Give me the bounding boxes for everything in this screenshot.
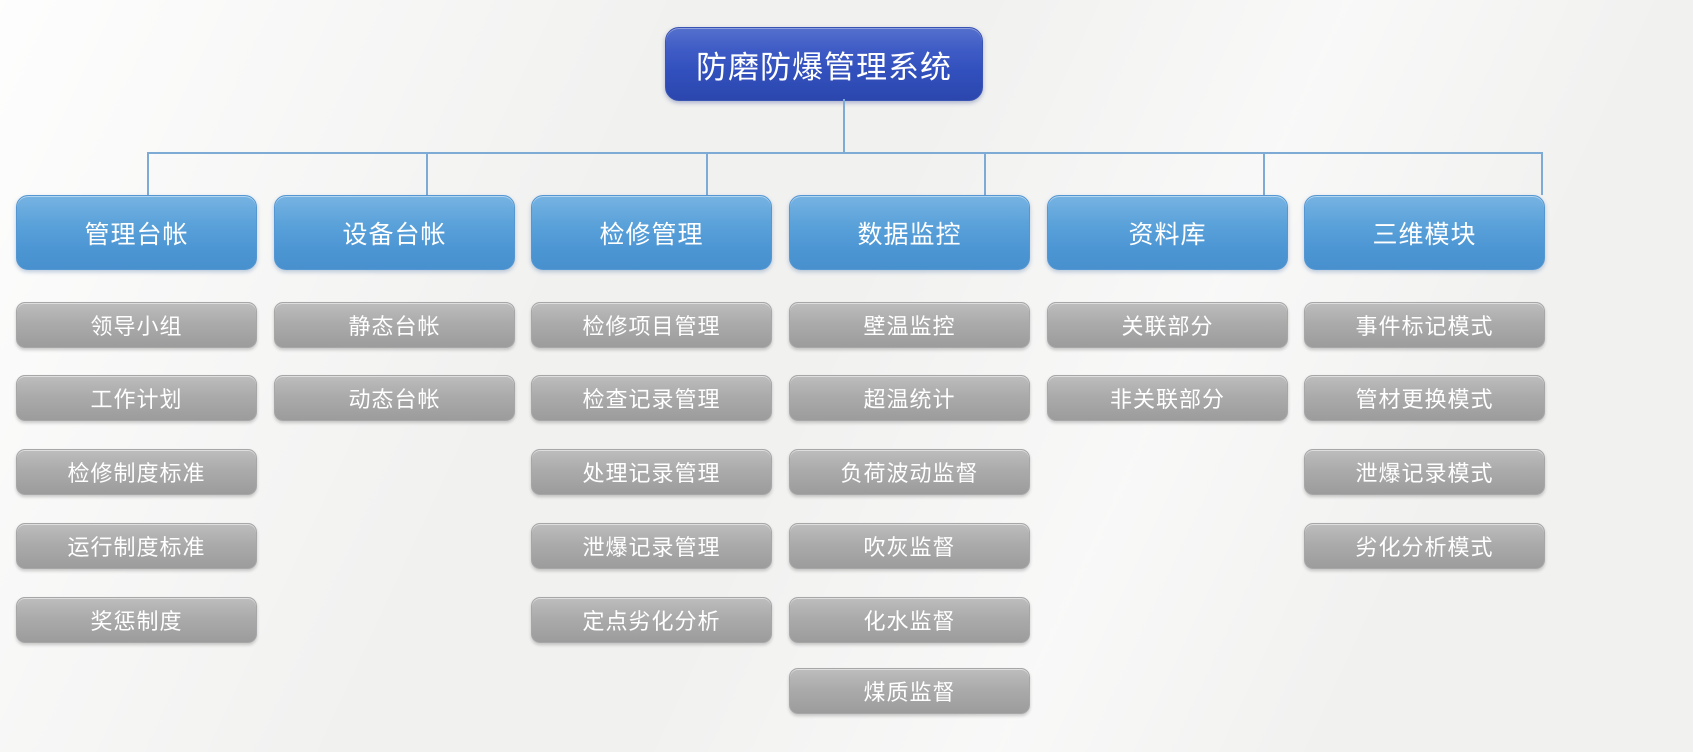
leaf-node-3-4: 泄爆记录管理	[531, 523, 772, 569]
leaf-node-3-1: 检修项目管理	[531, 302, 772, 348]
leaf-node-1-4: 运行制度标准	[16, 523, 257, 569]
connector-title-drop	[843, 99, 845, 152]
leaf-node-4-4: 吹灰监督	[789, 523, 1030, 569]
branch-node-2: 设备台帐	[274, 195, 515, 270]
leaf-node-5-1: 关联部分	[1047, 302, 1288, 348]
root-node-title: 防磨防爆管理系统	[665, 27, 983, 101]
leaf-node-4-5: 化水监督	[789, 597, 1030, 643]
leaf-node-4-2: 超温统计	[789, 375, 1030, 421]
branch-node-1: 管理台帐	[16, 195, 257, 270]
branch-node-5: 资料库	[1047, 195, 1288, 270]
leaf-node-3-3: 处理记录管理	[531, 449, 772, 495]
leaf-node-5-2: 非关联部分	[1047, 375, 1288, 421]
connector-horizontal	[147, 152, 1543, 154]
connector-stub-1	[147, 152, 149, 195]
leaf-node-6-3: 泄爆记录模式	[1304, 449, 1545, 495]
leaf-node-6-4: 劣化分析模式	[1304, 523, 1545, 569]
branch-node-4: 数据监控	[789, 195, 1030, 270]
leaf-node-3-2: 检查记录管理	[531, 375, 772, 421]
leaf-node-2-1: 静态台帐	[274, 302, 515, 348]
leaf-node-1-1: 领导小组	[16, 302, 257, 348]
leaf-node-1-5: 奖惩制度	[16, 597, 257, 643]
branch-node-6: 三维模块	[1304, 195, 1545, 270]
leaf-node-4-3: 负荷波动监督	[789, 449, 1030, 495]
leaf-node-2-2: 动态台帐	[274, 375, 515, 421]
leaf-node-4-6: 煤质监督	[789, 668, 1030, 714]
leaf-node-1-2: 工作计划	[16, 375, 257, 421]
leaf-node-6-1: 事件标记模式	[1304, 302, 1545, 348]
leaf-node-4-1: 壁温监控	[789, 302, 1030, 348]
leaf-node-6-2: 管材更换模式	[1304, 375, 1545, 421]
leaf-node-1-3: 检修制度标准	[16, 449, 257, 495]
connector-stub-5	[1263, 152, 1265, 195]
branch-node-3: 检修管理	[531, 195, 772, 270]
leaf-node-3-5: 定点劣化分析	[531, 597, 772, 643]
connector-stub-2	[426, 152, 428, 195]
connector-stub-4	[984, 152, 986, 195]
connector-stub-3	[706, 152, 708, 195]
connector-stub-6	[1541, 152, 1543, 195]
